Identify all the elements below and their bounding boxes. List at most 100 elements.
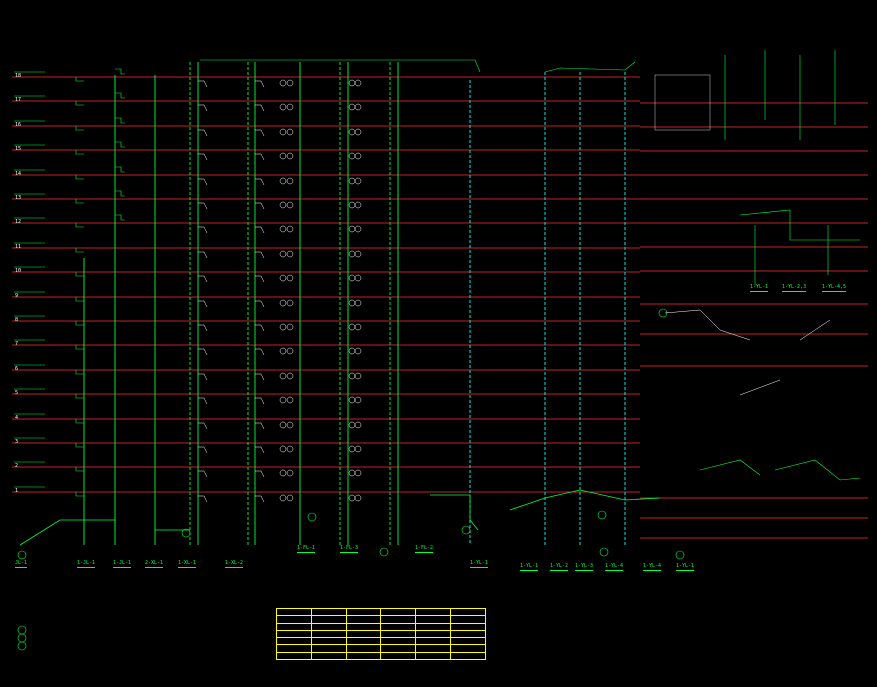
fixture-symbol — [348, 177, 356, 185]
fixture-symbol — [348, 421, 356, 429]
yl-label-1: 1-YL-1 — [750, 284, 769, 292]
branch-pipe — [255, 397, 265, 405]
detail-pipe — [739, 379, 781, 396]
valve-symbol — [379, 547, 389, 557]
fixture-symbol — [279, 396, 287, 404]
riser-label: 1-FL-3 — [340, 545, 359, 553]
branch-pipe — [198, 397, 208, 405]
fixture-symbol — [286, 103, 294, 111]
branch-pipe — [198, 373, 208, 381]
table-row — [276, 651, 486, 661]
fixture-symbol — [354, 469, 362, 477]
fixture-symbol — [286, 494, 294, 502]
fixture-symbol — [354, 494, 362, 502]
fixture-symbol — [348, 347, 356, 355]
fixture-symbol — [354, 250, 362, 258]
roof-pipe — [544, 61, 636, 73]
table-cell — [310, 607, 347, 617]
branch-pipe — [255, 373, 265, 381]
fixture-symbol — [348, 323, 356, 331]
fixture-symbol — [354, 421, 362, 429]
fixture-symbol — [279, 274, 287, 282]
branch-pipe — [255, 446, 265, 454]
fixture-symbol — [354, 225, 362, 233]
fixture-symbol — [354, 323, 362, 331]
detail-pipe — [664, 309, 751, 341]
floor-number-label: 6 — [15, 366, 19, 372]
fixture-symbol — [354, 372, 362, 380]
branch-pipe — [75, 492, 84, 497]
riser-label: 1-YL-1 — [470, 560, 489, 568]
valve-symbol — [599, 547, 609, 557]
fixture-symbol — [354, 396, 362, 404]
riser-label: 1-FL-2 — [415, 545, 434, 553]
main-pipe — [19, 519, 116, 546]
fixture-symbol — [286, 152, 294, 160]
branch-pipe — [75, 370, 84, 375]
branch-pipe — [75, 150, 84, 155]
fixture-symbol — [348, 128, 356, 136]
table-row — [276, 629, 486, 639]
branch-pipe — [198, 275, 208, 283]
branch-pipe — [255, 275, 265, 283]
table-cell — [380, 622, 417, 631]
floor-number-label: 16 — [15, 122, 22, 128]
floor-number-label: 4 — [15, 415, 19, 421]
branch-pipe — [255, 422, 265, 430]
fixture-symbol — [279, 201, 287, 209]
table-cell — [345, 607, 382, 617]
floor-number-label: 15 — [15, 146, 22, 152]
branch-pipe — [75, 199, 84, 204]
fixture-symbol — [348, 396, 356, 404]
branch-pipe — [115, 68, 125, 75]
table-cell — [345, 637, 382, 646]
branch-pipe — [115, 141, 125, 148]
fixture-symbol — [279, 347, 287, 355]
fixture-symbol — [348, 79, 356, 87]
equipment-table — [276, 607, 486, 661]
table-cell — [345, 622, 382, 631]
riser-label: 1-XL-1 — [178, 560, 197, 568]
branch-pipe — [198, 422, 208, 430]
fixture-symbol — [279, 469, 287, 477]
table-cell — [415, 629, 452, 639]
table-cell — [380, 651, 417, 661]
table-cell — [450, 629, 486, 639]
fixture-symbol — [279, 128, 287, 136]
fixture-symbol — [286, 469, 294, 477]
roof-pipe — [200, 59, 481, 73]
branch-pipe — [198, 178, 208, 186]
table-cell — [380, 629, 417, 639]
valve-symbol — [181, 528, 191, 538]
yl-label-2: 1-YL-2,3 — [782, 284, 807, 292]
fixture-symbol — [279, 250, 287, 258]
table-cell — [345, 629, 382, 639]
table-cell — [380, 607, 417, 617]
branch-pipe — [75, 175, 84, 180]
branch-pipe — [75, 126, 84, 131]
fixture-symbol — [279, 103, 287, 111]
branch-pipe — [255, 470, 265, 478]
branch-pipe — [198, 495, 208, 503]
table-cell — [345, 651, 382, 661]
riser-label: 1-YL-4 — [643, 563, 662, 571]
branch-pipe — [198, 129, 208, 137]
table-row — [276, 607, 486, 617]
branch-pipe — [75, 419, 84, 424]
table-cell — [310, 644, 347, 653]
branch-pipe — [255, 153, 265, 161]
table-cell — [450, 622, 486, 631]
branch-pipe — [75, 297, 84, 302]
floor-number-label: 8 — [15, 317, 19, 323]
fixture-symbol — [286, 372, 294, 380]
floor-number-label: 3 — [15, 439, 19, 445]
floor-number-label: 11 — [15, 244, 22, 250]
branch-pipe — [115, 166, 125, 173]
fixture-symbol — [354, 177, 362, 185]
fixture-symbol — [354, 128, 362, 136]
branch-pipe — [255, 104, 265, 112]
table-cell — [380, 615, 417, 624]
branch-pipe — [198, 446, 208, 454]
fixture-symbol — [354, 445, 362, 453]
